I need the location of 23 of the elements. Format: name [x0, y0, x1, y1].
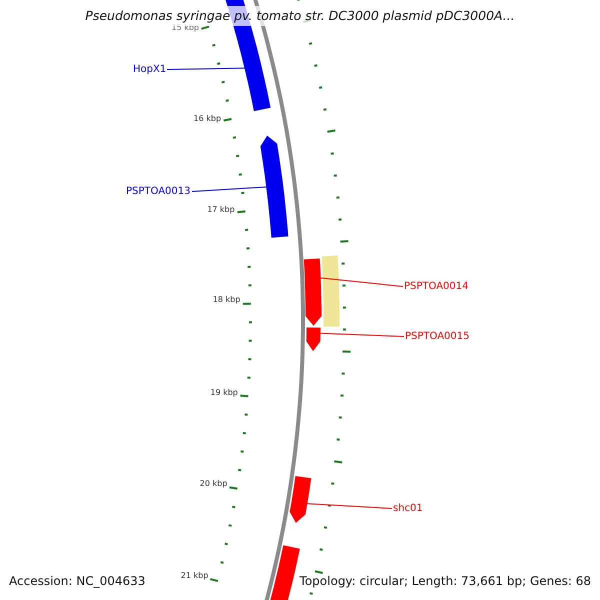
map-title: Pseudomonas syringae pv. tomato str. DC3000 plasmid pDC3000A... [84, 8, 516, 23]
scale-label: 19 kbp [210, 388, 238, 397]
scale-label: 20 kbp [200, 479, 228, 488]
gene-feature [290, 476, 312, 523]
gene-label: PSPTOA0013 [126, 186, 191, 197]
gene-label: PSPTOA0015 [405, 331, 470, 342]
scale-label: 18 kbp [212, 295, 240, 304]
gene-label: shc01 [393, 503, 423, 514]
gene-label: HopX1 [133, 64, 166, 75]
scale-label: 16 kbp [194, 114, 222, 123]
gene-feature [260, 136, 288, 238]
leader-line [320, 277, 404, 287]
leader-line [306, 503, 392, 509]
accession-note: Accession: NC_004633 [9, 574, 146, 588]
leader-line [166, 68, 246, 70]
leader-line [192, 186, 268, 192]
gene-bar [322, 255, 340, 327]
gene-label: PSPTOA0014 [404, 281, 469, 292]
scale-label: 21 kbp [180, 570, 208, 580]
summary-note: Topology: circular; Length: 73,661 bp; Genes: 68 [300, 574, 591, 588]
gene-feature [304, 258, 322, 326]
leader-line [319, 332, 404, 337]
gene-feature [306, 328, 321, 352]
